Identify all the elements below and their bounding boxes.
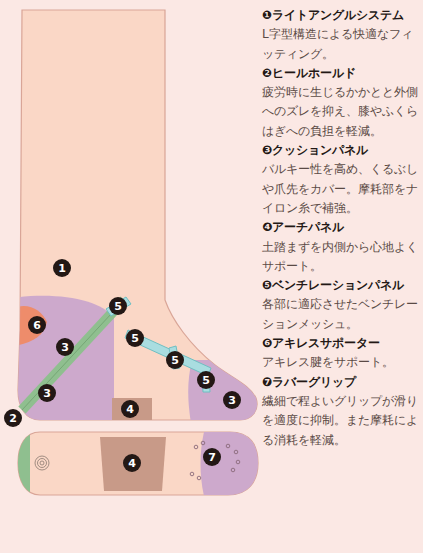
feature-heading: ❹アーチパネル <box>262 218 420 237</box>
grip-dot <box>197 476 201 480</box>
grip-dot <box>231 468 235 472</box>
callout-number: 3 <box>223 391 241 409</box>
callout-number: 4 <box>123 454 141 472</box>
callout-number: 7 <box>203 448 221 466</box>
description-column: ❶ライトアングルシステムL字型構造による快適なフィッティング。❷ヒールホールド疲… <box>262 6 420 450</box>
feature-description: 疲労時に生じるかかとと外側へのズレを抑え、膝やふくらはぎへの負担を軽減。 <box>262 83 420 141</box>
callout-number: 6 <box>28 316 46 334</box>
grip-dot <box>226 444 230 448</box>
feature-description: L字型構造による快適なフィッティング。 <box>262 25 420 64</box>
feature-heading: ❸クッションパネル <box>262 141 420 160</box>
heel-hold-strap-edge <box>22 300 124 410</box>
sole-heel-band <box>14 428 30 500</box>
callout-digit: 3 <box>43 388 51 399</box>
callout-digit: 5 <box>202 375 210 386</box>
achilles-supporter <box>14 306 47 346</box>
heel-hold-strap <box>22 300 124 410</box>
arch-panel <box>112 398 152 422</box>
callout-digit: 3 <box>61 342 69 353</box>
feature-description: 各部に適応させたベンチレーションメッシュ。 <box>262 295 420 334</box>
callout-number: 4 <box>121 400 139 418</box>
callout-number: 5 <box>109 297 127 315</box>
callout-number: 1 <box>53 259 71 277</box>
callout-digit: 7 <box>208 452 216 463</box>
heel-cushion-panel <box>0 296 114 430</box>
feature-description: 繊細で程よいグリップが滑りを適度に抑制。また摩耗による消耗を軽減。 <box>262 392 420 450</box>
callout-digit: 5 <box>171 355 179 366</box>
callout-digit: 6 <box>33 320 41 331</box>
feature-heading: ❷ヒールホールド <box>262 64 420 83</box>
callout-number: 5 <box>166 351 184 369</box>
feature-description: 土踏まずを内側から心地よくサポート。 <box>262 238 420 277</box>
feature-heading: ❻アキレスサポーター <box>262 334 420 353</box>
feature-heading: ❼ラバーグリップ <box>262 373 420 392</box>
ventilation-panels <box>106 297 211 392</box>
feature-description: アキレス腱をサポート。 <box>262 353 420 372</box>
grip-dot <box>201 441 205 445</box>
grip-dot <box>194 445 198 449</box>
grip-dot <box>236 460 240 464</box>
callout-number: 3 <box>56 338 74 356</box>
feature-description: バルキー性を高め、くるぶしや爪先をカバー。摩耗部をナイロン糸で補強。 <box>262 160 420 218</box>
heel-grip-mark <box>35 456 49 470</box>
callout-digit: 1 <box>58 263 66 274</box>
callout-digit: 5 <box>131 333 139 344</box>
callout-digit: 5 <box>114 301 122 312</box>
callout-digit: 2 <box>9 413 17 424</box>
grip-dot <box>190 472 194 476</box>
feature-heading: ❶ライトアングルシステム <box>262 6 420 25</box>
feature-heading: ❺ベンチレーションパネル <box>262 276 420 295</box>
rubber-grip-dots <box>190 441 240 480</box>
callout-number: 2 <box>4 409 22 427</box>
callout-number: 5 <box>197 371 215 389</box>
callout-digit: 4 <box>126 404 134 415</box>
sole-arch-panel <box>100 437 166 491</box>
callout-digit: 3 <box>228 395 236 406</box>
callout-number: 3 <box>38 384 56 402</box>
callout-digit: 4 <box>128 458 136 469</box>
grip-dot <box>234 450 238 454</box>
sole-toe-panel <box>201 428 266 500</box>
callout-number: 5 <box>126 329 144 347</box>
